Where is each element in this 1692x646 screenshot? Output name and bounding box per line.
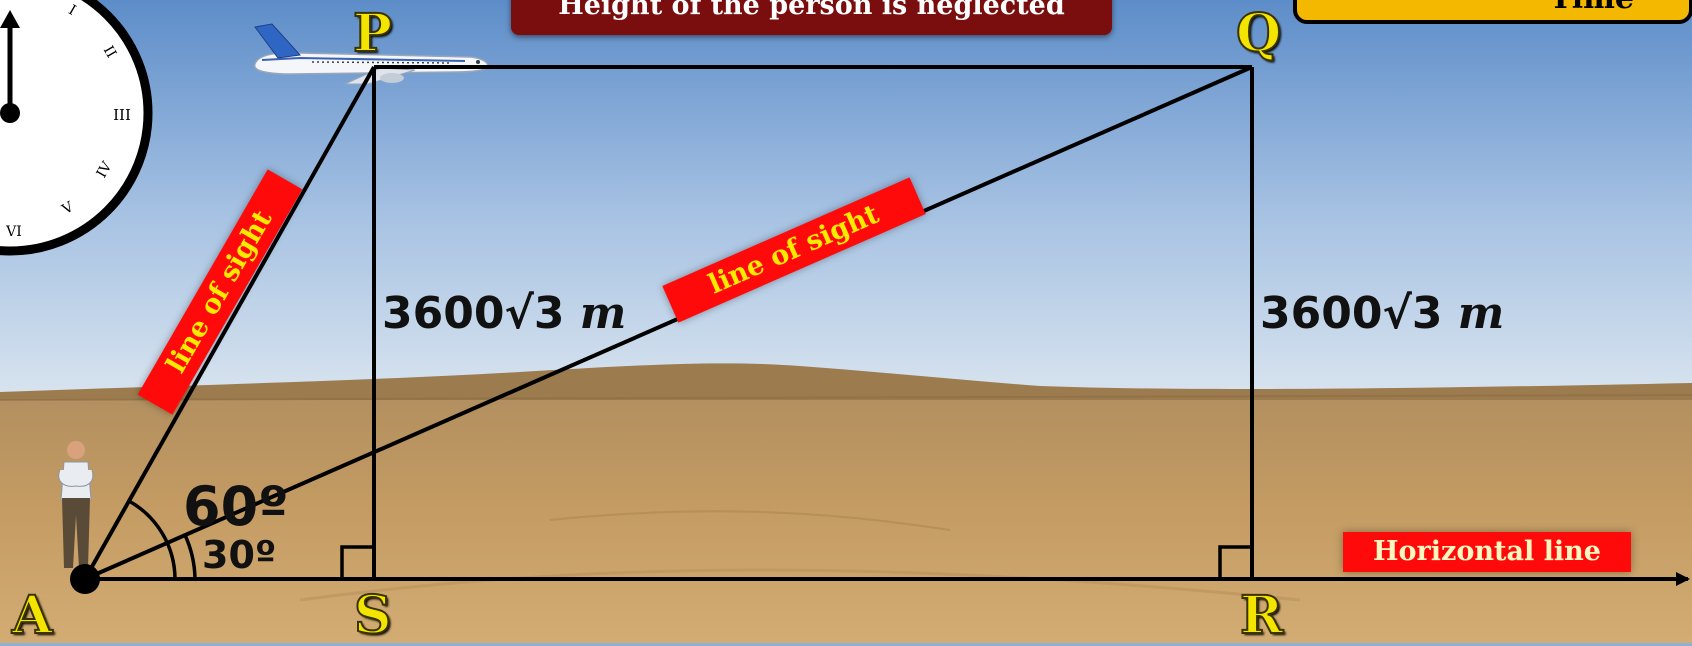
right-angle-S [340, 545, 374, 579]
line-of-sight-AQ [84, 65, 1253, 581]
clock-icon: III IV V VI II I [0, 0, 153, 256]
point-label-S: S [353, 585, 393, 646]
sand-ground [0, 400, 1692, 643]
right-angle-R [1218, 545, 1252, 579]
distance-number: 3600 [382, 288, 505, 339]
point-label-Q: Q [1235, 3, 1282, 64]
timer-box: Time [1293, 0, 1692, 24]
angle-arc-30 [183, 534, 197, 580]
distance-label-QR: 3600√3 m [1260, 292, 1504, 336]
distance-unit: m [579, 288, 627, 339]
point-label-P: P [352, 3, 393, 64]
angle-label-30: 30º [202, 533, 277, 577]
distance-number: 3600 [1260, 288, 1383, 339]
svg-text:VI: VI [5, 224, 22, 240]
distance-label-PS: 3600√3 m [382, 292, 626, 336]
point-label-A: A [11, 585, 53, 646]
timer-label: Time [1549, 0, 1634, 16]
observer-point-A [70, 564, 100, 594]
line-of-sight-AP [83, 66, 376, 580]
point-label-R: R [1239, 585, 1284, 646]
distance-unit: m [1457, 288, 1505, 339]
angle-label-60: 60º [183, 475, 289, 538]
person-icon [58, 441, 94, 568]
distance-radical: √3 [1382, 288, 1443, 339]
horizontal-line-label: Horizontal line [1343, 532, 1631, 572]
distance-radical: √3 [504, 288, 565, 339]
neglect-height-banner: Height of the person is neglected [511, 0, 1112, 35]
angle-arc-60 [128, 499, 177, 580]
svg-text:III: III [113, 106, 131, 124]
